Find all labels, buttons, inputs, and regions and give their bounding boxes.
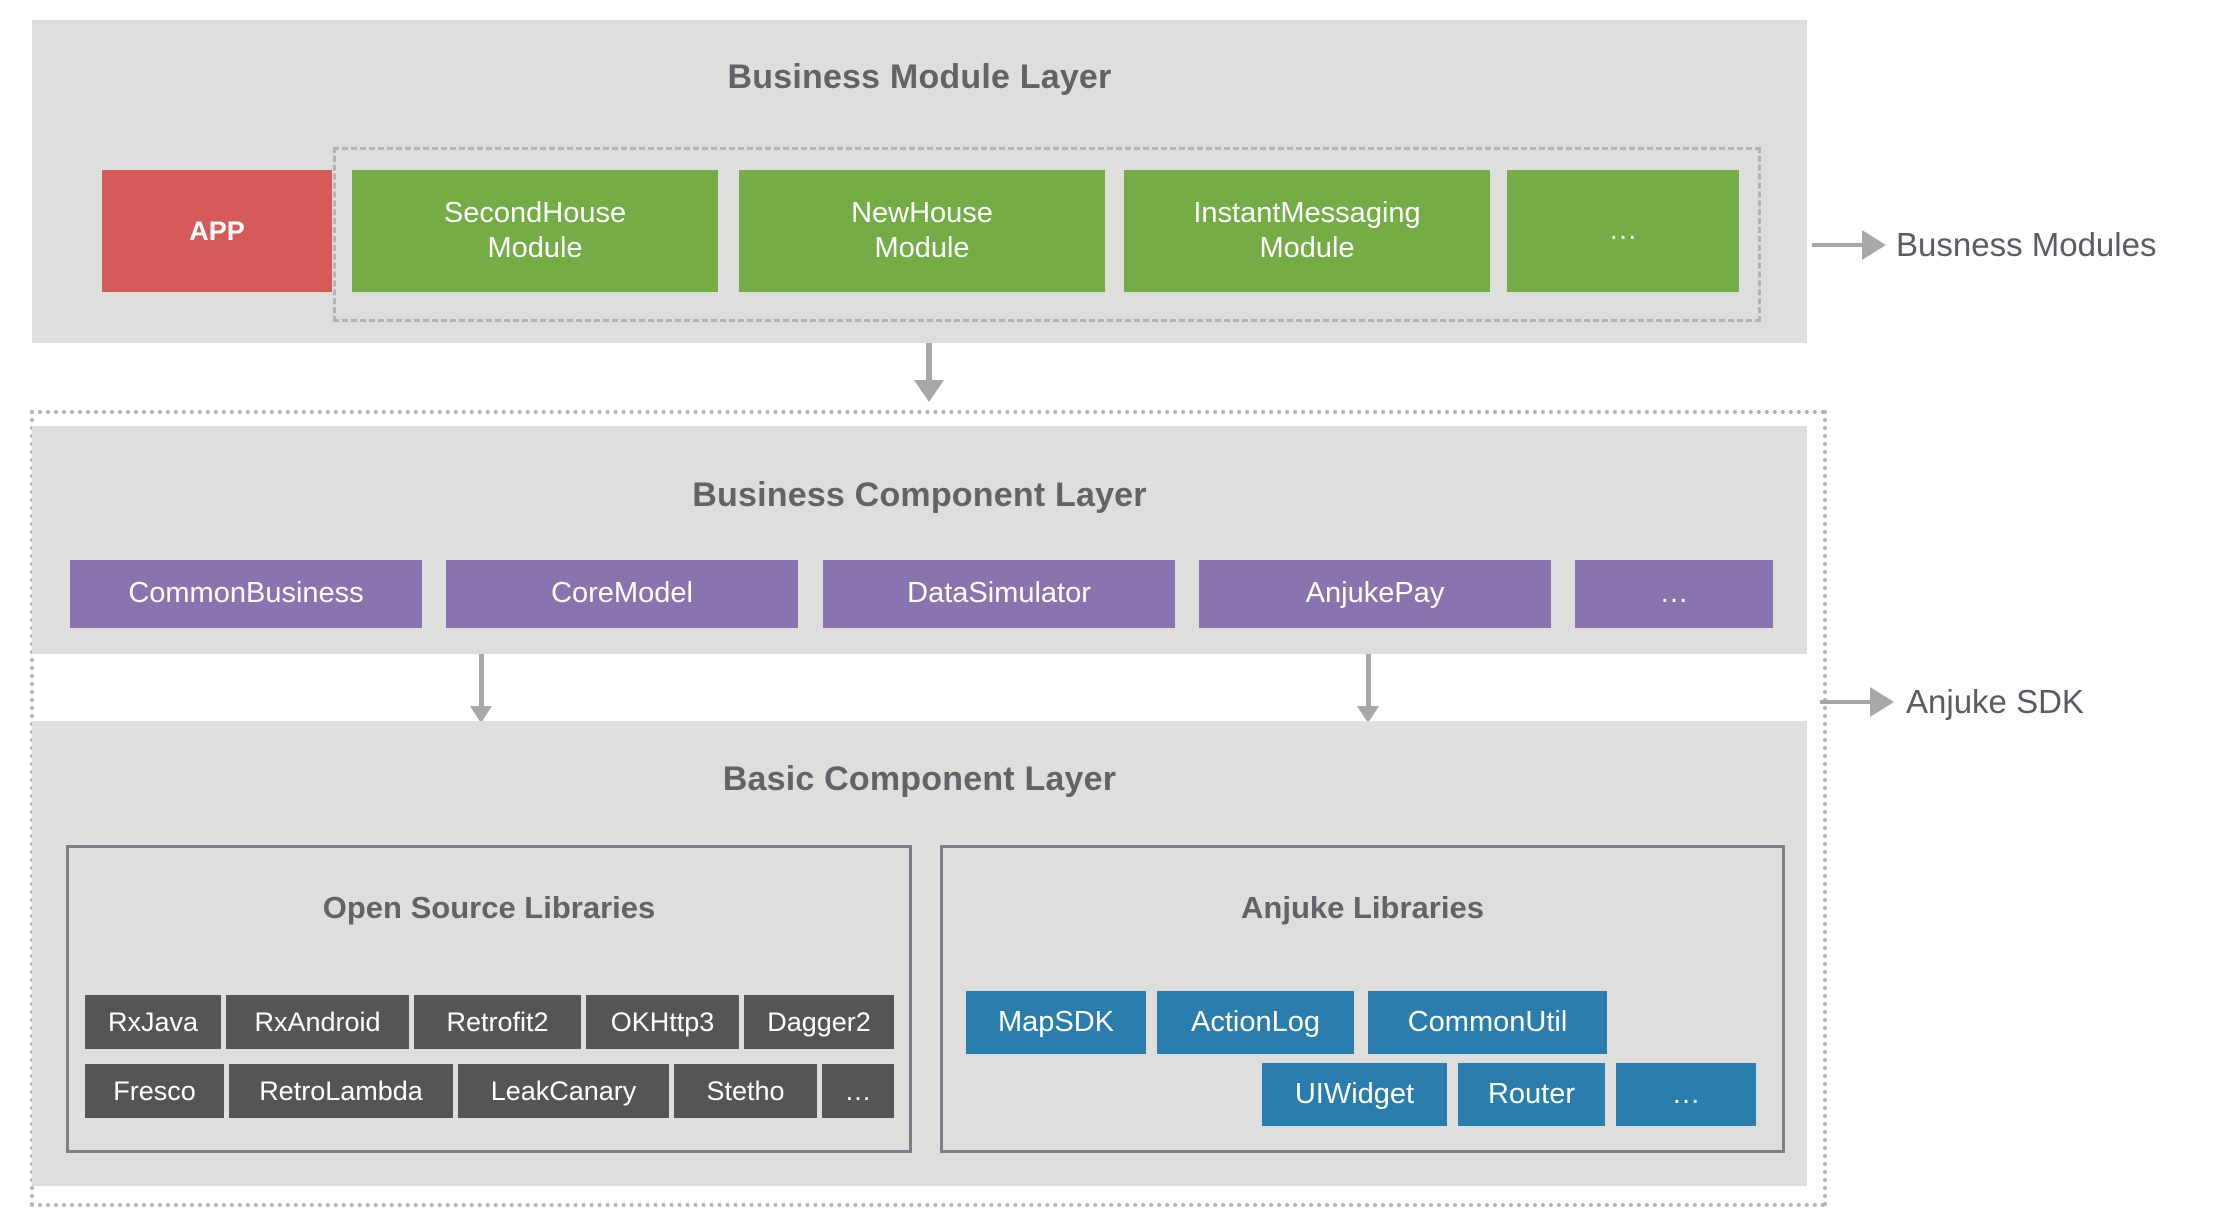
open-source-libraries-title: Open Source Libraries <box>322 890 656 925</box>
business-component-layer-title: Business Component Layer <box>692 476 1147 514</box>
anjuke-chip-uiwidget[interactable]: UIWidget <box>1262 1063 1447 1126</box>
anjuke-chip-more[interactable]: … <box>1616 1063 1756 1126</box>
business-module-layer-title: Business Module Layer <box>727 58 1112 96</box>
app-label: APP <box>189 215 245 246</box>
busness-modules-arrow-shaft <box>1812 243 1866 247</box>
module-box-more[interactable]: … <box>1507 170 1739 292</box>
anjuke-sdk-arrow-shaft <box>1820 700 1874 704</box>
component-label: … <box>1659 577 1689 610</box>
component-to-basic-arrow-shaft-right <box>1366 654 1371 716</box>
anjuke-label: CommonUtil <box>1407 1005 1568 1038</box>
anjuke-label: UIWidget <box>1294 1077 1415 1110</box>
oss-chip-rxandroid[interactable]: RxAndroid <box>226 995 409 1049</box>
annotation-anjuke-sdk: Anjuke SDK <box>1906 683 2084 720</box>
oss-label: … <box>844 1075 872 1106</box>
anjuke-chip-commonutil[interactable]: CommonUtil <box>1368 991 1607 1054</box>
component-to-basic-arrow-head-left <box>470 706 492 723</box>
component-label: AnjukePay <box>1305 577 1445 610</box>
anjuke-label: ActionLog <box>1191 1005 1320 1038</box>
anjuke-chip-router[interactable]: Router <box>1458 1063 1605 1126</box>
oss-chip-leakcanary[interactable]: LeakCanary <box>458 1064 669 1118</box>
oss-chip-dagger2[interactable]: Dagger2 <box>744 995 894 1049</box>
module-label-more: … <box>1608 214 1638 247</box>
module-label-line2: Module <box>487 232 583 264</box>
component-label: CoreModel <box>551 577 693 610</box>
oss-label: RetroLambda <box>259 1075 423 1106</box>
oss-chip-rxjava[interactable]: RxJava <box>85 995 221 1049</box>
oss-chip-stetho[interactable]: Stetho <box>674 1064 817 1118</box>
anjuke-chip-actionlog[interactable]: ActionLog <box>1157 991 1354 1054</box>
layer1-to-layer2-arrow-head <box>914 380 944 402</box>
oss-label: Dagger2 <box>767 1006 871 1037</box>
oss-chip-okhttp3[interactable]: OKHttp3 <box>586 995 739 1049</box>
module-box-newhouse[interactable]: NewHouse Module <box>739 170 1105 292</box>
basic-component-layer-title: Basic Component Layer <box>722 760 1117 798</box>
busness-modules-arrow-head <box>1862 230 1886 260</box>
component-box-anjukepay[interactable]: AnjukePay <box>1199 560 1551 628</box>
annotation-busness-modules: Busness Modules <box>1896 226 2157 263</box>
oss-label: OKHttp3 <box>610 1006 715 1037</box>
business-modules-dashed-group <box>333 147 1761 322</box>
module-label-line2: Module <box>874 232 970 264</box>
module-label-line1: InstantMessaging <box>1193 196 1421 229</box>
oss-label: Fresco <box>113 1075 196 1106</box>
component-box-more[interactable]: … <box>1575 560 1773 628</box>
anjuke-label: MapSDK <box>997 1005 1115 1038</box>
oss-chip-retrofit2[interactable]: Retrofit2 <box>414 995 581 1049</box>
component-label: DataSimulator <box>907 577 1091 610</box>
anjuke-libraries-title: Anjuke Libraries <box>1241 890 1484 925</box>
oss-label: RxAndroid <box>254 1006 381 1037</box>
oss-chip-retrolambda[interactable]: RetroLambda <box>229 1064 453 1118</box>
component-label: CommonBusiness <box>128 577 364 610</box>
module-label-line1: NewHouse <box>851 196 993 229</box>
component-box-coremodel[interactable]: CoreModel <box>446 560 798 628</box>
oss-label: Stetho <box>706 1075 785 1106</box>
module-box-secondhouse[interactable]: SecondHouse Module <box>352 170 718 292</box>
anjuke-sdk-arrow-head <box>1870 687 1894 717</box>
anjuke-chip-mapsdk[interactable]: MapSDK <box>966 991 1146 1054</box>
oss-label: RxJava <box>107 1006 199 1037</box>
module-label-line2: Module <box>1259 232 1355 264</box>
component-box-datasimulator[interactable]: DataSimulator <box>823 560 1175 628</box>
module-label-line1: SecondHouse <box>443 196 627 229</box>
anjuke-label: … <box>1671 1077 1701 1110</box>
module-box-instantmessaging[interactable]: InstantMessaging Module <box>1124 170 1490 292</box>
oss-label: LeakCanary <box>490 1075 637 1106</box>
oss-label: Retrofit2 <box>446 1006 549 1037</box>
component-to-basic-arrow-head-right <box>1357 706 1379 723</box>
oss-chip-more[interactable]: … <box>822 1064 894 1118</box>
app-box[interactable]: APP <box>102 170 332 292</box>
component-box-commonbusiness[interactable]: CommonBusiness <box>70 560 422 628</box>
component-to-basic-arrow-shaft-left <box>479 654 484 716</box>
layer1-to-layer2-arrow-shaft <box>926 343 932 386</box>
oss-chip-fresco[interactable]: Fresco <box>85 1064 224 1118</box>
anjuke-label: Router <box>1487 1077 1576 1110</box>
